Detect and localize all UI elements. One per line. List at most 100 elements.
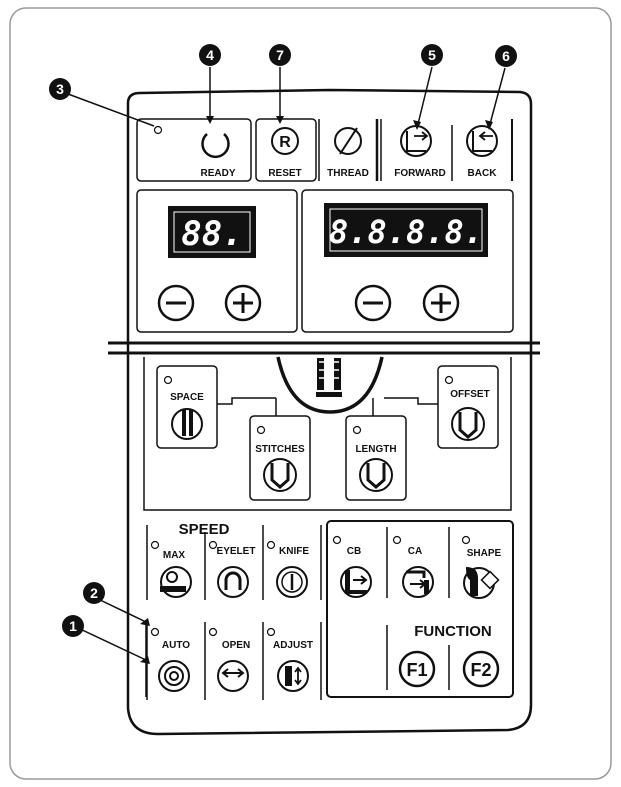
ready-button[interactable]: READY [200,133,236,179]
callout-badge [62,615,84,637]
callout-number: 7 [276,47,284,63]
back-icon [466,125,498,157]
left-minus-button[interactable] [157,284,195,322]
eyelet-button[interactable]: EYELET [208,540,256,598]
callout-number: 6 [502,48,510,64]
callout-leader [77,627,147,661]
max-icon [160,566,192,598]
cb-icon-bar [345,570,350,592]
auto-icon [158,660,190,692]
callout-arrowhead [140,618,150,626]
open-led [208,627,218,637]
knife-label: KNIFE [279,546,309,557]
max-led [150,540,160,550]
ready-section-frame [136,118,252,182]
cb-label: CB [347,546,361,557]
back-label: BACK [468,168,498,179]
open-icon [217,660,249,692]
left-display-screen [168,206,256,258]
left-display-digits: 88. [181,214,242,254]
ca-button[interactable]: CA [392,535,434,598]
reset-glyph: R [279,134,291,151]
reset-button[interactable]: R RESET [255,118,317,182]
cb-led [332,535,342,545]
open-label: OPEN [222,640,250,651]
callout-leader [95,597,147,623]
callout-4: 4 [199,44,221,66]
ca-led [392,535,402,545]
cb-icon-base [345,590,367,594]
left-display-section [136,189,298,333]
callout-number: 2 [90,585,98,601]
open-button[interactable]: OPEN [208,627,251,692]
max-button[interactable]: MAX [150,540,192,598]
emblem-bar [317,358,324,390]
eyelet-led [208,540,218,550]
connector-line [384,397,438,405]
callout-2: 2 [83,582,105,604]
right-minus-button[interactable] [354,284,392,322]
auto-button[interactable]: AUTO [150,627,191,692]
length-icon-foot [366,463,386,489]
back-arrow-icon [478,131,493,141]
f2-label: F2 [470,660,491,680]
reset-label: RESET [268,168,301,179]
callout-5: 5 [421,44,443,66]
knife-led [266,540,276,550]
f2-button[interactable]: F2 [462,650,500,688]
left-seven-segment-display: 88. [168,206,256,258]
back-icon-foot [472,131,492,152]
callout-arrowhead [140,656,150,664]
emblem-bar [334,358,341,390]
callout-badge [199,44,221,66]
f2-icon [462,650,500,688]
length-label: LENGTH [355,444,396,455]
shape-button[interactable]: SHAPE [461,535,502,599]
right-display-bezel [329,208,483,252]
callout-badge [269,44,291,66]
open-arrows-icon [221,668,245,678]
space-icon [171,408,203,440]
cb-button[interactable]: CB [332,535,372,598]
auto-led [150,627,160,637]
ca-icon-arm [406,570,426,578]
adjust-label: ADJUST [273,640,313,651]
max-label: MAX [163,550,186,561]
connector-line [217,397,276,405]
reset-button-frame [255,118,317,182]
back-button[interactable]: BACK [466,119,513,181]
reset-icon [271,127,299,155]
function-title: FUNCTION [414,623,492,640]
callout-1: 1 [62,615,84,637]
right-plus-button[interactable] [422,284,460,322]
thread-icon-slash [339,127,358,155]
left-plus-button[interactable] [224,284,262,322]
callout-arrowhead [276,116,284,124]
adjust-icon [277,660,309,692]
f1-button[interactable]: F1 [398,650,436,688]
auto-icon-core [169,671,179,681]
adjust-arrows-icon [294,666,302,686]
right-display-screen [324,203,488,257]
length-button[interactable]: LENGTH [345,415,407,501]
callout-leader [417,66,433,125]
right-display-section [301,189,514,333]
callout-arrowhead [485,120,493,130]
stitches-label: STITCHES [255,444,305,455]
thread-button[interactable]: THREAD [318,119,382,181]
power-icon [201,133,230,159]
callout-badge [49,78,71,100]
stitches-button[interactable]: STITCHES [249,415,311,501]
space-label: SPACE [170,392,204,403]
callout-leader [67,93,155,127]
callout-badge [495,45,517,67]
offset-button[interactable]: OFFSET [437,365,499,449]
adjust-button[interactable]: ADJUST [266,627,314,692]
f1-icon [398,650,436,688]
space-button[interactable]: SPACE [156,365,218,449]
knife-button[interactable]: KNIFE [266,540,310,598]
callout-number: 5 [428,47,436,63]
offset-label: OFFSET [450,389,489,400]
shape-icon-needle [466,567,478,596]
